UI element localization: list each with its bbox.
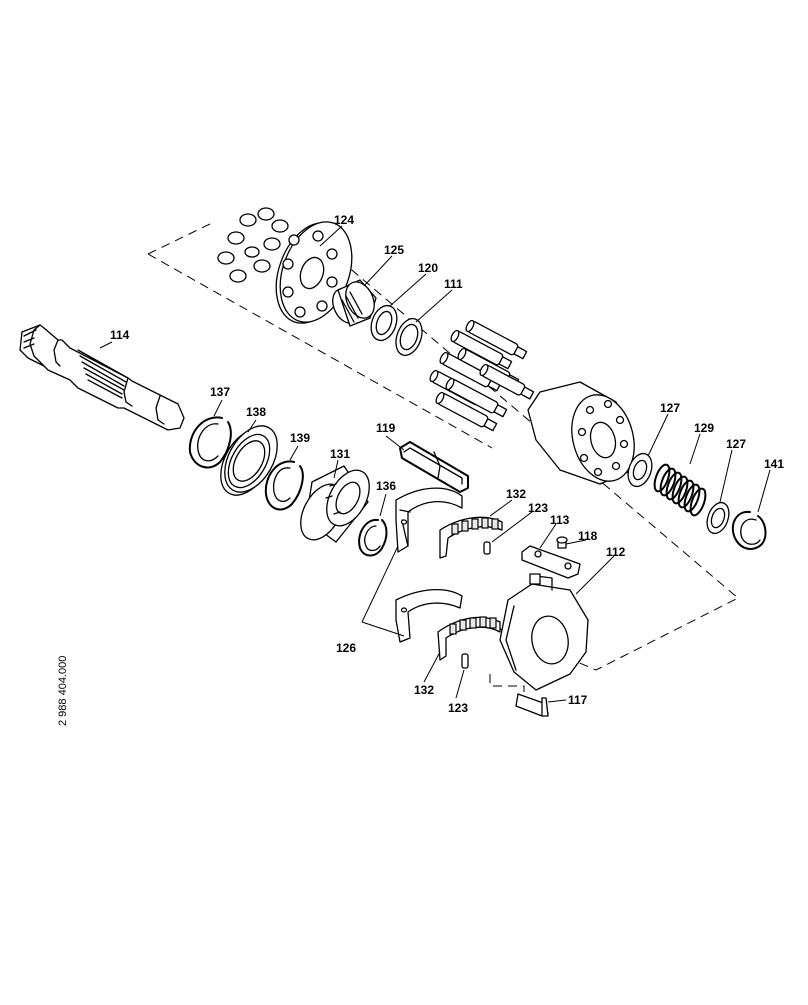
label-131: 131 [330, 447, 350, 461]
label-127-lower: 127 [726, 437, 746, 451]
snap-ring-137 [188, 416, 232, 469]
housing-112 [499, 573, 589, 691]
piston-shoes [217, 207, 289, 283]
label-113: 113 [550, 513, 570, 527]
pin-123-lower [461, 653, 469, 669]
retaining-wire-119 [399, 441, 469, 493]
hex-key-117 [489, 674, 549, 717]
seal-ring-138 [220, 425, 278, 496]
label-118: 118 [578, 529, 598, 543]
label-111: 111 [444, 277, 463, 291]
label-114: 114 [110, 328, 130, 342]
roller-bearing-131 [300, 465, 370, 543]
document-code: 2 988 404.000 [57, 656, 69, 726]
cylinder-block [527, 381, 635, 485]
label-119: 119 [376, 421, 396, 435]
circlip-136 [358, 518, 388, 557]
label-125: 125 [384, 243, 404, 257]
pistons [429, 319, 535, 432]
callout-labels: 114 124 125 120 111 137 138 139 131 119 … [110, 213, 784, 715]
label-139: 139 [290, 431, 310, 445]
label-141: 141 [764, 457, 784, 471]
label-117: 117 [568, 693, 588, 707]
label-132-upper: 132 [506, 487, 526, 501]
ring-120 [370, 304, 398, 342]
screw-118 [556, 536, 568, 549]
shim-127-a [627, 452, 653, 488]
label-112: 112 [606, 545, 626, 559]
leader-lines [99, 225, 771, 703]
label-123-upper: 123 [528, 501, 548, 515]
bearing-shell-126-lower [395, 588, 463, 643]
label-138: 138 [246, 405, 266, 419]
label-132-lower: 132 [414, 683, 434, 697]
drive-shaft [19, 324, 185, 431]
plate-113 [521, 545, 581, 579]
circlip-141 [731, 510, 767, 550]
bearing-132-upper [439, 516, 503, 559]
bearing-132-lower [437, 616, 501, 661]
snap-ring-139 [264, 460, 304, 511]
shim-127-b [706, 501, 730, 535]
label-123-lower: 123 [448, 701, 468, 715]
spring-129 [653, 463, 707, 517]
label-124: 124 [334, 213, 354, 227]
label-120: 120 [418, 261, 438, 275]
shim-111 [395, 318, 423, 356]
label-129: 129 [694, 421, 714, 435]
bearing-shell-126-upper [395, 487, 463, 553]
label-136: 136 [376, 479, 396, 493]
ball-guide [332, 279, 377, 327]
label-127-upper: 127 [660, 401, 680, 415]
pin-123-upper [483, 541, 491, 555]
label-126: 126 [336, 641, 356, 655]
label-137: 137 [210, 385, 230, 399]
